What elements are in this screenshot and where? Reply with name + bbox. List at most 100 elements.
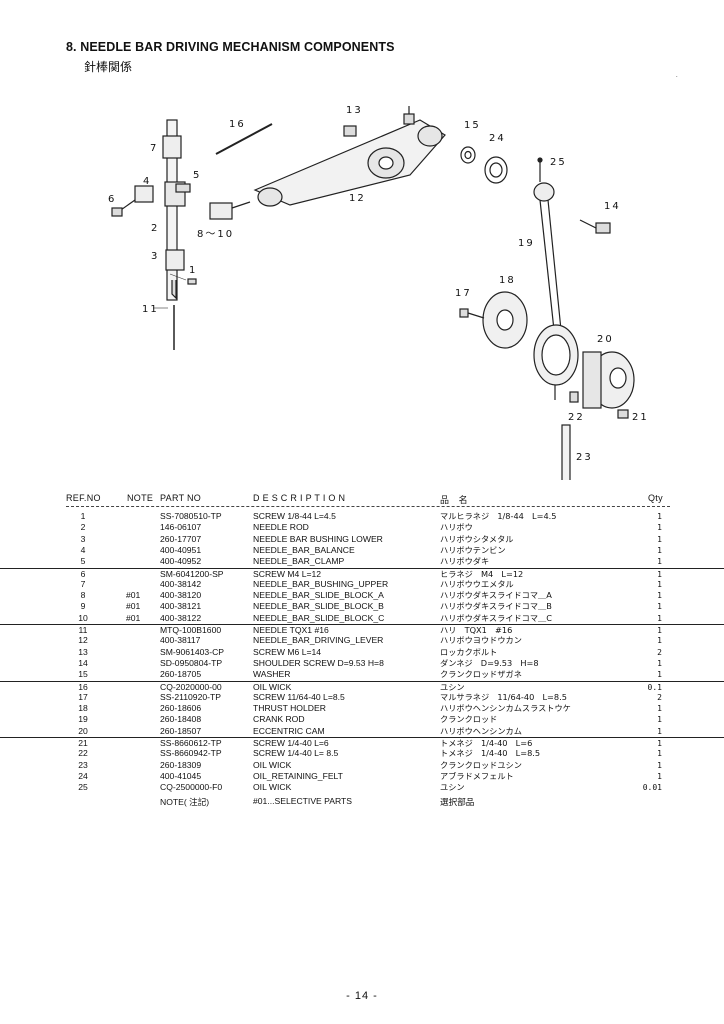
part-no-cell: 400-38121: [160, 601, 202, 612]
callout-label: 14: [604, 201, 621, 212]
part-no-cell: 260-17707: [160, 533, 202, 544]
description-cell: NEEDLE_BAR_SLIDE_BLOCK_C: [253, 612, 385, 623]
jp-name-cell: マルサラネジ 11/64-40 L=8.5: [440, 691, 567, 702]
note-cell: #01: [126, 590, 141, 601]
callout-label: 4: [143, 176, 151, 187]
ref-cell: 1: [80, 511, 86, 521]
part-no-cell: SS-2110920-TP: [160, 691, 221, 702]
ref-cell: 25: [78, 782, 88, 793]
col-header-note: NOTE: [127, 493, 154, 503]
ref-cell: 19: [78, 714, 88, 725]
part-no-cell: 146-06107: [160, 522, 202, 533]
callout-label: 23: [576, 452, 593, 463]
oil-wick-16: [215, 123, 273, 155]
qty-cell: 1: [657, 771, 662, 781]
needle-bar-balance: [134, 185, 154, 203]
qty-cell: 0.01: [642, 783, 662, 793]
jp-name-cell: クランクロッド: [440, 714, 498, 725]
callout-label: 17: [455, 288, 472, 299]
part-no-cell: CQ-2500000-F0: [160, 782, 223, 793]
note-jp: 選択部品: [440, 798, 475, 808]
col-header-qty: Qty: [648, 493, 663, 503]
description-cell: NEEDLE BAR BUSHING LOWER: [253, 533, 383, 544]
ref-cell: 8: [80, 590, 86, 601]
callout-label: 7: [150, 143, 158, 154]
ref-cell: 23: [78, 759, 88, 770]
ref-cell: 6: [80, 568, 86, 579]
ref-cell: 12: [78, 635, 88, 646]
ref-cell: 17: [78, 691, 88, 702]
jp-name-cell: ハリボウヨウドウカン: [440, 635, 522, 646]
qty-cell: 1: [657, 613, 662, 623]
ref-cell: 24: [78, 770, 88, 781]
qty-cell: 1: [657, 726, 662, 736]
description-cell: SHOULDER SCREW D=9.53 H=8: [253, 657, 384, 668]
part-no-cell: 400-38117: [160, 635, 201, 646]
qty-cell: 1: [657, 704, 662, 714]
screw-1-4-40-a: [569, 391, 579, 403]
jp-name-cell: アブラドメフェルト: [440, 770, 514, 781]
slide-block: [209, 202, 233, 220]
description-cell: OIL WICK: [253, 782, 292, 793]
screw-m4: [111, 207, 123, 217]
screw-11-64-40: [459, 308, 469, 318]
callout-label: 8～10: [197, 229, 234, 240]
qty-cell: 1: [657, 557, 662, 567]
page-subtitle: 針棒関係: [84, 60, 133, 74]
header-divider: [66, 506, 670, 507]
callout-label: 20: [597, 334, 614, 345]
screw-m6-a: [343, 125, 357, 137]
part-no-cell: CQ-2020000-00: [160, 681, 222, 692]
oil-retaining-felt: [484, 156, 508, 184]
part-no-cell: 260-18507: [160, 725, 202, 736]
jp-name-cell: ハリボウダキスライドコマ＿C: [440, 612, 552, 623]
callout-label: 6: [108, 194, 116, 205]
scan-dot: .: [676, 73, 678, 79]
exploded-parts-diagram: 12345678～1011121314151617181920212223242…: [108, 105, 647, 480]
part-no-cell: 400-38142: [160, 578, 202, 589]
needle-rod: [166, 119, 178, 301]
part-no-cell: 260-18606: [160, 703, 202, 714]
ref-cell: 11: [78, 625, 88, 635]
shoulder-screw: [595, 222, 611, 234]
jp-name-cell: ヒラネジ M4 L=12: [440, 568, 524, 579]
description-cell: NEEDLE_BAR_SLIDE_BLOCK_B: [253, 601, 384, 612]
description-cell: NEEDLE_BAR_SLIDE_BLOCK_A: [253, 590, 384, 601]
callout-label: 22: [568, 412, 585, 423]
description-cell: SCREW 1/4-40 L=6: [253, 738, 329, 748]
ref-cell: 13: [78, 646, 88, 657]
qty-cell: 1: [657, 602, 662, 612]
part-no-cell: 260-18705: [160, 669, 202, 680]
description-cell: OIL WICK: [253, 759, 292, 770]
page-number: - 14 -: [346, 990, 378, 1002]
jp-name-cell: クランクロッドザガネ: [440, 669, 522, 680]
part-no-cell: 260-18408: [160, 714, 202, 725]
jp-name-cell: ハリボウダキスライドコマ＿B: [440, 601, 552, 612]
ref-cell: 22: [78, 748, 88, 759]
qty-cell: 1: [657, 658, 662, 668]
ref-cell: 3: [80, 533, 86, 544]
crank-rod-top: [533, 182, 555, 202]
part-no-cell: 400-40951: [160, 544, 202, 555]
page-title: 8. NEEDLE BAR DRIVING MECHANISM COMPONEN…: [66, 40, 395, 54]
jp-name-cell: ハリボウダキスライドコマ＿A: [440, 590, 552, 601]
description-cell: SCREW M4 L=12: [253, 568, 322, 579]
